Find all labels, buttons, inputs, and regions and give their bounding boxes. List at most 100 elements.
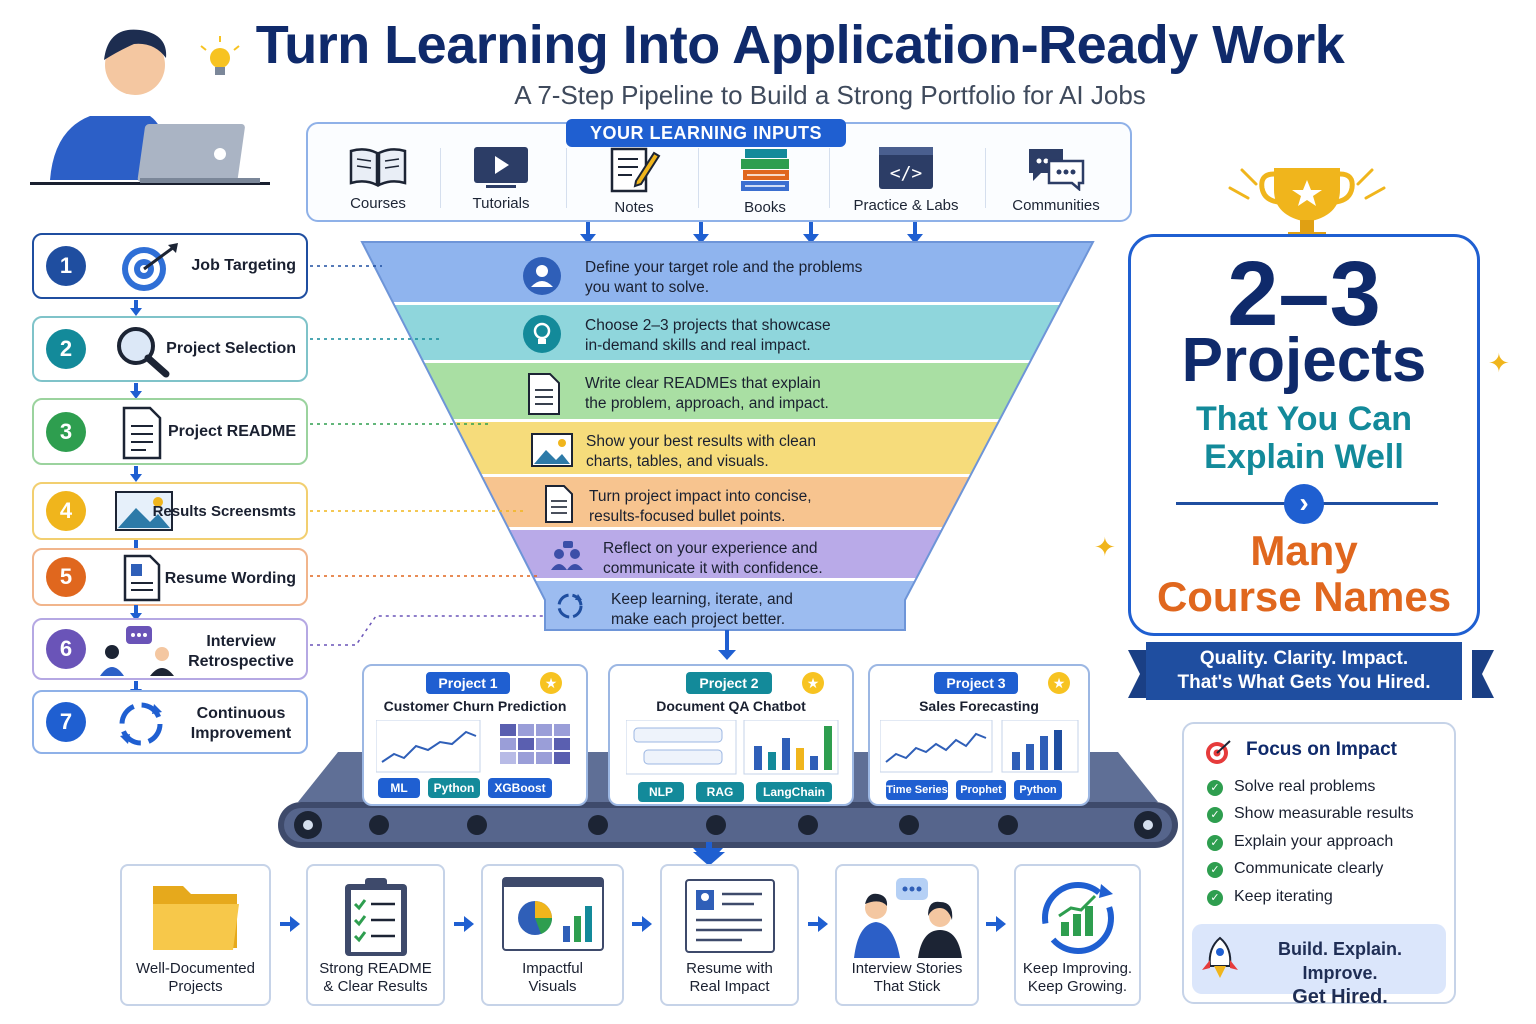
output-line: & Clear Results bbox=[323, 978, 428, 995]
funnel-line: make each project better. bbox=[611, 611, 786, 628]
output-keep-growing: Keep Improving.Keep Growing. bbox=[1014, 864, 1141, 1006]
input-label: Tutorials bbox=[472, 195, 530, 212]
forecast-thumbnail bbox=[880, 720, 1079, 773]
resume-icon bbox=[684, 879, 775, 953]
notepad-pencil-icon bbox=[610, 147, 661, 193]
focus-item: Solve real problems bbox=[1234, 778, 1376, 795]
step-label-text: Continuous Improvement bbox=[190, 705, 292, 742]
document-icon bbox=[122, 406, 162, 460]
focus-item: Show measurable results bbox=[1234, 805, 1414, 822]
flow-arrow bbox=[280, 916, 300, 932]
funnel-band-2 bbox=[362, 305, 1093, 360]
magnifier-icon bbox=[117, 327, 170, 378]
cta-line: Build. Explain. Improve. bbox=[1277, 939, 1402, 983]
output-label: Keep Improving.Keep Growing. bbox=[1016, 960, 1139, 996]
step-results-screenshots: 4 Results Screensmts bbox=[32, 482, 308, 540]
highlight-projects: Projects bbox=[1181, 326, 1427, 395]
step-label: Resume Wording bbox=[164, 570, 296, 587]
skill-chip: Python bbox=[428, 778, 480, 798]
star-icon: ★ bbox=[1048, 672, 1070, 694]
focus-item: Explain your approach bbox=[1234, 833, 1394, 850]
step-project-selection: 2 Project Selection bbox=[32, 316, 308, 382]
step-continuous-improvement: 7 Continuous Improvement bbox=[32, 690, 308, 754]
check-icon: ✓ bbox=[1207, 807, 1223, 823]
step-resume-wording: 5 Resume Wording bbox=[32, 548, 308, 606]
resume-icon bbox=[123, 554, 161, 602]
learning-inputs-heading: YOUR LEARNING INPUTS bbox=[566, 119, 846, 147]
target-icon bbox=[1206, 740, 1231, 764]
trophy-icon bbox=[1228, 168, 1386, 242]
funnel-line: Show your best results with clean bbox=[586, 433, 817, 450]
check-icon: ✓ bbox=[1207, 890, 1223, 906]
step-label: Results Screensmts bbox=[152, 503, 296, 520]
sparkle-icon: ✦ bbox=[1488, 348, 1510, 378]
picture-icon bbox=[531, 433, 573, 467]
chevron-right-icon: › bbox=[1284, 484, 1324, 524]
funnel-band-4 bbox=[362, 422, 1093, 474]
output-line: Impactful bbox=[522, 960, 583, 977]
cta-line: Get Hired. bbox=[1292, 986, 1388, 1008]
output-line: Keep Improving. bbox=[1022, 960, 1133, 977]
check-icon: ✓ bbox=[1207, 780, 1223, 796]
highlight-many: Many Course Names bbox=[1128, 528, 1480, 620]
focus-item: Keep iterating bbox=[1234, 888, 1333, 905]
picture-icon bbox=[115, 491, 173, 531]
project-title: Customer Churn Prediction bbox=[383, 698, 567, 714]
step-label: Project README bbox=[167, 423, 296, 440]
output-line: Visuals bbox=[528, 978, 577, 995]
project-tag: Project 1 bbox=[426, 672, 510, 694]
project-card-1: Project 1 ★ Customer Churn Prediction ML… bbox=[362, 664, 588, 806]
step-connectors bbox=[310, 265, 546, 646]
document-icon bbox=[528, 373, 560, 415]
growth-cycle-icon bbox=[1041, 882, 1114, 954]
step-arrow bbox=[130, 300, 142, 316]
step-label: Interview Retrospective bbox=[186, 632, 296, 672]
divider bbox=[698, 148, 699, 208]
funnel-row-3 bbox=[526, 372, 562, 421]
check-icon: ✓ bbox=[1207, 835, 1223, 851]
highlight-line: Many bbox=[1250, 527, 1358, 574]
skill-chip: LangChain bbox=[756, 782, 832, 802]
skill-chip: NLP bbox=[638, 782, 684, 802]
flow-arrow bbox=[454, 916, 474, 932]
funnel-line: communicate it with confidence. bbox=[603, 560, 823, 577]
flow-arrow bbox=[986, 916, 1006, 932]
page-subtitle: A 7-Step Pipeline to Build a Strong Port… bbox=[514, 80, 1146, 110]
book-stack-icon bbox=[741, 149, 789, 191]
highlight-line: That You Can bbox=[1196, 400, 1412, 438]
output-strong-readme: Strong README& Clear Results bbox=[306, 864, 445, 1006]
ribbon-line: Quality. Clarity. Impact. bbox=[1199, 648, 1409, 669]
highlight-line: Explain Well bbox=[1204, 438, 1404, 476]
open-book-icon bbox=[349, 148, 407, 188]
funnel-text-7: Keep learning, iterate, and make each pr… bbox=[611, 590, 793, 630]
chart-thumbnail bbox=[376, 720, 570, 773]
funnel-line: Choose 2–3 projects that showcase bbox=[585, 317, 831, 334]
funnel-line: Write clear READMEs that explain bbox=[585, 375, 821, 392]
funnel-text-3: Write clear READMEs that explain the pro… bbox=[585, 374, 829, 414]
step-number: 1 bbox=[46, 246, 86, 286]
funnel-text-6: Reflect on your experience and communica… bbox=[603, 539, 823, 579]
skill-chip: Prophet bbox=[956, 780, 1006, 800]
project-card-2: Project 2 ★ Document QA Chatbot NLP RAG … bbox=[608, 664, 854, 806]
step-label: Job Targeting bbox=[191, 257, 296, 274]
output-label: Strong README& Clear Results bbox=[308, 960, 443, 996]
target-icon bbox=[122, 243, 178, 291]
funnel-line: you want to solve. bbox=[585, 279, 710, 296]
flow-arrow bbox=[632, 916, 652, 932]
person-icon bbox=[523, 257, 561, 295]
divider bbox=[566, 148, 567, 208]
skill-chip: XGBoost bbox=[488, 778, 552, 798]
input-label: Courses bbox=[350, 195, 406, 212]
funnel-text-5: Turn project impact into concise, result… bbox=[589, 487, 812, 527]
project-tag: Project 3 bbox=[934, 672, 1018, 694]
step-interview-retrospective: 6 Interview Retrospective bbox=[32, 618, 308, 680]
step-label: Continuous Improvement bbox=[186, 704, 296, 744]
cta-box bbox=[1192, 924, 1446, 994]
highlight-explain: That You Can Explain Well bbox=[1128, 400, 1480, 476]
funnel-line: Keep learning, iterate, and bbox=[611, 591, 793, 608]
pipeline-funnel bbox=[360, 241, 1095, 660]
star-icon: ★ bbox=[540, 672, 562, 694]
input-courses: Courses bbox=[313, 145, 443, 220]
